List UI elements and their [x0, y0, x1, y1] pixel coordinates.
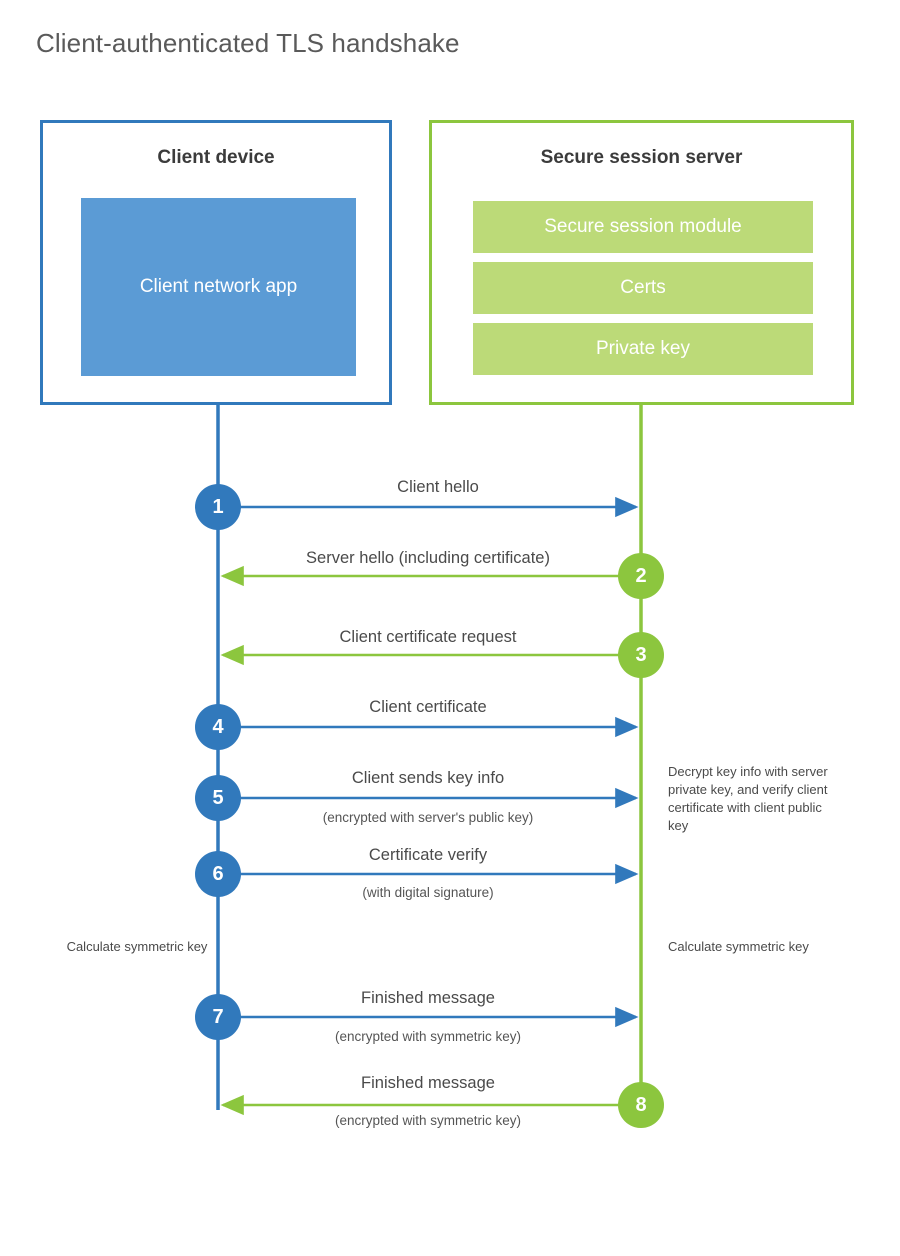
step-sublabel-5: (encrypted with server's public key) [322, 810, 534, 825]
step-circle-1[interactable]: 1 [195, 484, 241, 530]
step-sublabel-6: (with digital signature) [362, 885, 494, 900]
step-label-7: Finished message [361, 989, 495, 1007]
step-circle-2[interactable]: 2 [618, 553, 664, 599]
step-label-6: Certificate verify [368, 846, 488, 864]
client-device-title: Client device [157, 147, 275, 168]
client-device-box: Client device Client network app [40, 120, 392, 405]
server-module-secure-session-module: Secure session module [473, 201, 813, 253]
page-title: Client-authenticated TLS handshake [36, 28, 460, 58]
secure-session-server-title: Secure session server [540, 147, 743, 168]
step-circle-6[interactable]: 6 [195, 851, 241, 897]
step-label-5: Client sends key info [351, 769, 505, 787]
step-label-4: Client certificate [369, 698, 487, 716]
step-circle-4[interactable]: 4 [195, 704, 241, 750]
step-label-8: Finished message [361, 1074, 495, 1092]
step-sublabel-7: (encrypted with symmetric key) [334, 1029, 522, 1044]
server-modules-list: Secure session module Certs Private key [473, 201, 813, 375]
secure-session-server-box: Secure session server Secure session mod… [429, 120, 854, 405]
step-circle-5[interactable]: 5 [195, 775, 241, 821]
step-circle-3[interactable]: 3 [618, 632, 664, 678]
step-circle-7[interactable]: 7 [195, 994, 241, 1040]
step-label-2: Server hello (including certificate) [306, 549, 550, 567]
client-network-app-block: Client network app [81, 198, 356, 376]
client-calculate-symmetric-key-note: Calculate symmetric key [66, 939, 208, 954]
step-label-1: Client hello [397, 478, 479, 496]
server-decrypt-note: Decrypt key info with server private key… [668, 764, 828, 833]
server-calculate-symmetric-key-note: Calculate symmetric key [668, 939, 809, 954]
step-circle-8[interactable]: 8 [618, 1082, 664, 1128]
step-label-3: Client certificate request [339, 628, 517, 646]
server-module-certs: Certs [473, 262, 813, 314]
step-sublabel-8: (encrypted with symmetric key) [334, 1113, 522, 1128]
server-module-private-key: Private key [473, 323, 813, 375]
